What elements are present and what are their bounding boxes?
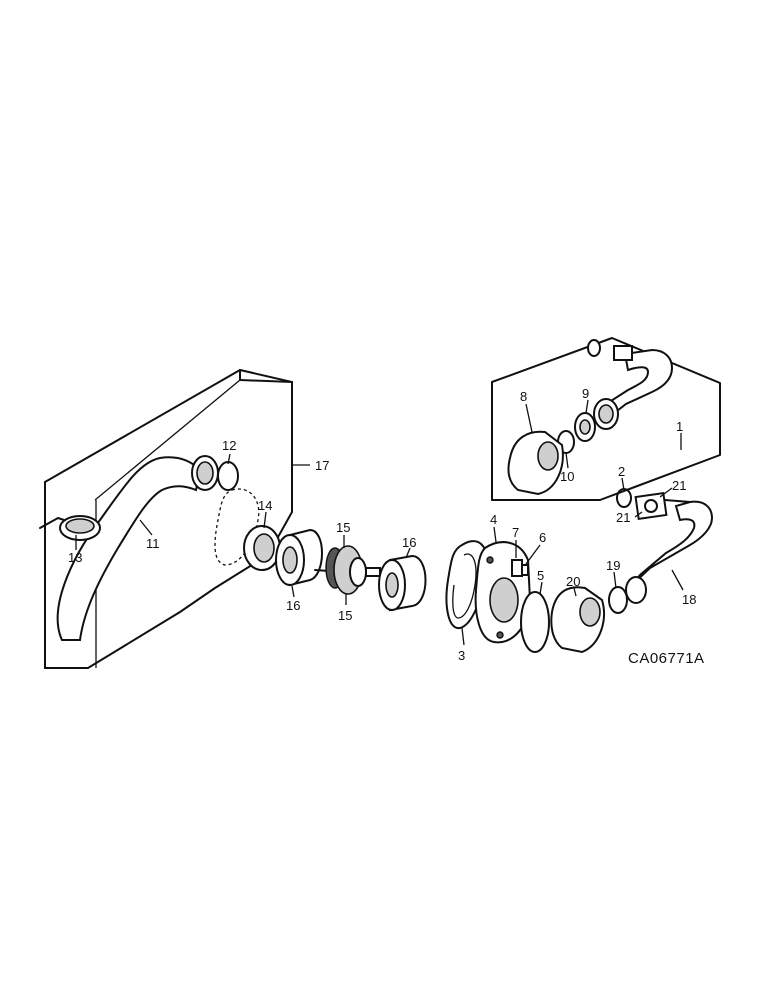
seal-sleeve-left <box>275 528 323 587</box>
adapter-ring-9 <box>574 412 596 442</box>
outlet-cap <box>39 515 101 541</box>
callout-3: 3 <box>458 648 465 663</box>
callout-4: 4 <box>490 512 497 527</box>
callout-14: 14 <box>258 498 272 513</box>
callout-11: 11 <box>146 536 160 551</box>
inset-box <box>491 337 721 501</box>
pump-o-ring <box>520 591 550 653</box>
flange-plate-lower <box>634 492 668 520</box>
o-ring-19 <box>608 586 628 614</box>
callout-6: 6 <box>539 530 546 545</box>
dowel-6 <box>521 564 529 576</box>
elbow-housing-upper <box>507 430 564 496</box>
callout-9: 9 <box>582 386 589 401</box>
small-seal-top <box>587 339 601 357</box>
callout-5: 5 <box>537 568 544 583</box>
callout-20: 20 <box>566 574 580 589</box>
callout-19: 19 <box>606 558 620 573</box>
o-ring-12 <box>217 461 239 491</box>
spacer-ring <box>243 525 281 571</box>
callout-labels: 13 11 12 17 14 16 15 15 16 3 4 7 6 5 20 … <box>68 386 705 667</box>
callout-16-right: 16 <box>402 535 416 550</box>
callout-7: 7 <box>512 525 519 540</box>
seal-sleeve-right <box>378 554 427 612</box>
callout-21-left: 21 <box>616 510 630 525</box>
callout-21-right: 21 <box>672 478 686 493</box>
callout-8: 8 <box>520 389 527 404</box>
callout-15-top: 15 <box>336 520 350 535</box>
callout-17: 17 <box>315 458 329 473</box>
callout-18: 18 <box>682 592 696 607</box>
callout-16-left: 16 <box>286 598 300 613</box>
callout-13: 13 <box>68 550 82 565</box>
leader-lines <box>75 399 684 646</box>
callout-12: 12 <box>222 438 236 453</box>
callout-1: 1 <box>676 419 683 434</box>
drawing-code: CA06771A <box>628 650 705 667</box>
block-gasket-outline <box>214 488 260 566</box>
hose-pipe-upper <box>593 345 674 430</box>
hose-pipe-lower <box>625 499 714 604</box>
elbow-housing-lower <box>550 586 605 654</box>
callout-15-bottom: 15 <box>338 608 352 623</box>
callout-10: 10 <box>560 469 574 484</box>
callout-2: 2 <box>618 464 625 479</box>
bolt-7 <box>511 559 523 577</box>
impeller-assembly <box>314 545 386 595</box>
